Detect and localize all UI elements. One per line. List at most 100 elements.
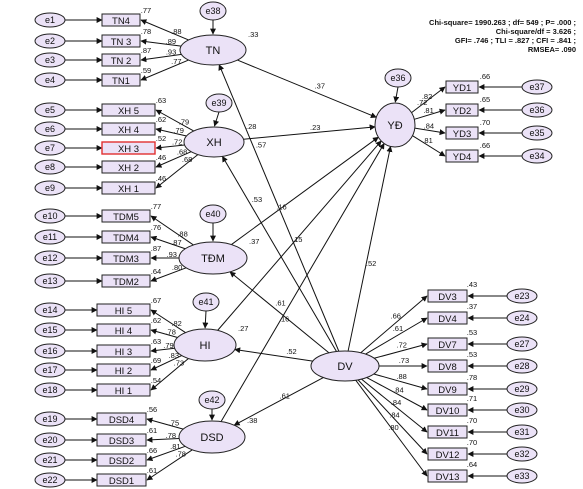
indicator-r2: .53 — [467, 328, 477, 337]
indicator-label: TDM4 — [113, 233, 139, 244]
latent-dsd — [178, 420, 246, 454]
error-label-e18: e18 — [42, 385, 57, 395]
loading-value: .78 — [165, 328, 175, 337]
indicator-label: XH 3 — [118, 144, 139, 155]
loading-arrow — [150, 267, 187, 282]
error-term-e14 — [34, 302, 66, 318]
indicator-r2: .56 — [147, 405, 157, 414]
error-term-e30 — [506, 402, 538, 418]
loading-value: .83 — [169, 351, 179, 360]
indicator-r2: .46 — [156, 174, 166, 183]
loading-arrow — [150, 347, 175, 354]
fit-statistics: Chi-square= 1990.263 ; df= 549 ; P= .000… — [429, 18, 576, 54]
loading-arrow — [150, 309, 186, 333]
indicator-box-tdm2 — [101, 274, 151, 288]
error-label-e23: e23 — [514, 291, 529, 301]
indicator-label: XH 4 — [118, 125, 139, 136]
loading-arrow — [155, 154, 199, 189]
indicator-r2: .59 — [141, 66, 151, 75]
error-label-e34: e34 — [529, 151, 544, 161]
error-term-e7 — [34, 140, 66, 156]
error-term-e23 — [506, 288, 538, 304]
latent-r2-hi: .27 — [238, 324, 248, 333]
error-term-e29 — [506, 381, 538, 397]
path-coef-xh-yd: .23 — [310, 123, 320, 132]
indicator-box-dv7 — [427, 337, 468, 351]
indicator-r2: .64 — [467, 460, 477, 469]
loading-value: .61 — [393, 324, 403, 333]
loading-arrow — [150, 235, 186, 250]
disturbance-label: e38 — [205, 6, 220, 16]
latent-label-yd: YĐ — [387, 120, 402, 132]
indicator-label: HI 3 — [115, 347, 132, 358]
indicator-r2: .53 — [467, 350, 477, 359]
latent-r2-xh: .28 — [246, 122, 256, 131]
error-term-e10 — [34, 208, 66, 224]
latent-label-tn: TN — [206, 45, 221, 57]
error-label-e31: e31 — [514, 427, 529, 437]
indicator-r2: .66 — [147, 446, 157, 455]
loading-value: .78 — [166, 431, 176, 440]
error-label-e9: e9 — [45, 183, 55, 193]
loading-arrow — [360, 295, 428, 354]
indicator-r2: .70 — [467, 438, 477, 447]
loading-arrow — [140, 53, 182, 63]
error-label-e3: e3 — [45, 55, 55, 65]
indicator-box-tdm3 — [101, 251, 151, 265]
indicator-r2: .62 — [151, 316, 161, 325]
indicator-r2: .66 — [480, 72, 490, 81]
error-term-e4 — [34, 72, 66, 88]
indicator-box-xh3 — [101, 141, 156, 155]
error-term-e18 — [34, 382, 66, 398]
indicator-r2: .37 — [467, 302, 477, 311]
loading-arrow — [155, 109, 194, 132]
indicator-label: DSD2 — [109, 456, 134, 467]
path-coef-dv-yd: .52 — [366, 259, 376, 268]
error-label-e2: e2 — [45, 36, 55, 46]
path-dv-tdm — [229, 271, 330, 354]
loading-value: .82 — [422, 92, 432, 101]
error-label-e8: e8 — [45, 162, 55, 172]
indicator-r2: .87 — [141, 46, 151, 55]
loading-value: .82 — [171, 319, 181, 328]
indicator-box-yd4 — [445, 149, 479, 163]
loading-value: .79 — [173, 126, 183, 135]
indicator-label: DSD3 — [109, 436, 134, 447]
path-tn-yd — [237, 59, 377, 118]
error-label-e13: e13 — [42, 276, 57, 286]
loading-value: .84 — [389, 411, 399, 420]
indicator-box-tn4 — [101, 13, 141, 27]
loading-value: .78 — [176, 449, 186, 458]
indicator-label: DV11 — [436, 428, 459, 439]
loading-arrow — [150, 355, 182, 371]
indicator-r2: .69 — [151, 356, 161, 365]
indicator-r2: .70 — [467, 416, 477, 425]
error-label-e12: e12 — [42, 253, 57, 263]
error-label-e6: e6 — [45, 124, 55, 134]
latent-dv — [310, 350, 380, 382]
loading-value: .81 — [170, 442, 180, 451]
loading-arrow — [150, 215, 194, 246]
indicator-box-hi4 — [96, 323, 151, 337]
disturbance-e40 — [199, 204, 227, 224]
disturbance-arrow-e41 — [202, 310, 209, 329]
indicator-box-tn1 — [101, 73, 141, 87]
indicator-label: XH 5 — [118, 106, 139, 117]
loading-value: .79 — [163, 341, 173, 350]
error-term-e8 — [34, 159, 66, 175]
loading-value: .68 — [177, 148, 187, 157]
indicator-label: TDM2 — [113, 277, 139, 288]
indicator-label: TN 2 — [111, 56, 132, 67]
error-label-e10: e10 — [42, 211, 57, 221]
loading-arrow — [140, 38, 182, 47]
indicator-r2: .61 — [147, 466, 157, 475]
error-term-e33 — [506, 468, 538, 484]
error-term-e6 — [34, 121, 66, 137]
error-label-e5: e5 — [45, 105, 55, 115]
indicator-r2: .62 — [156, 115, 166, 124]
indicator-label: YD3 — [453, 129, 471, 140]
loading-arrow — [146, 445, 186, 462]
indicator-box-hi2 — [96, 363, 151, 377]
error-term-e5 — [34, 102, 66, 118]
indicator-label: TDM5 — [113, 212, 139, 223]
